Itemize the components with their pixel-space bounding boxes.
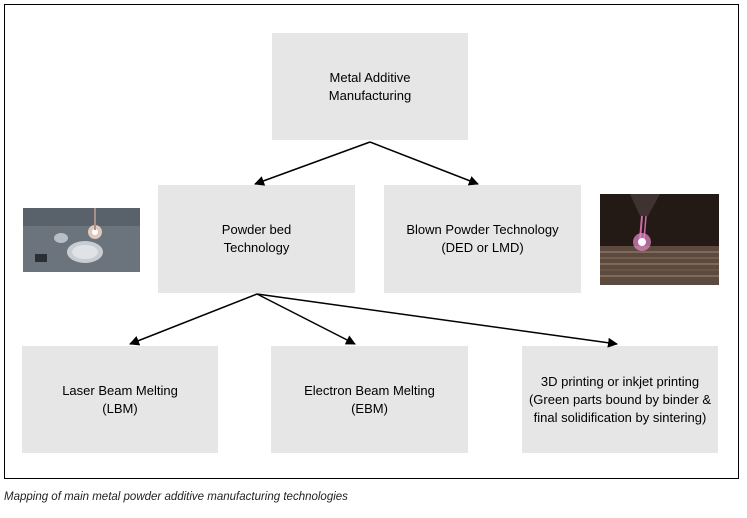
blown-powder-line2: (DED or LMD) <box>441 240 524 255</box>
metal-am-line1: Metal Additive <box>329 69 411 85</box>
powder-bed-box: Powder bed Technology <box>158 185 355 293</box>
ebm-line1: Electron Beam Melting <box>304 382 435 398</box>
powder-bed-line2: Technology <box>223 240 290 255</box>
metal-am-line2: Manufacturing <box>328 87 412 103</box>
ebm-box: Electron Beam Melting (EBM) <box>271 346 468 453</box>
metal-am-box: Metal Additive Manufacturing <box>272 33 468 140</box>
blown-powder-box: Blown Powder Technology (DED or LMD) <box>384 185 581 293</box>
lbm-box: Laser Beam Melting (LBM) <box>22 346 218 453</box>
printing-line2: (Green parts bound by binder & <box>528 391 712 407</box>
powder-bed-photo <box>23 208 140 272</box>
blown-powder-photo <box>600 194 719 285</box>
diagram-frame <box>4 4 739 479</box>
printing-box: 3D printing or inkjet printing (Green pa… <box>522 346 718 453</box>
figure-caption: Mapping of main metal powder additive ma… <box>4 491 348 503</box>
ebm-line2: (EBM) <box>351 400 388 416</box>
lbm-line2: (LBM) <box>102 400 138 416</box>
printing-line3: final solidification by sintering) <box>533 409 707 425</box>
blown-powder-line1: Blown Powder Technology <box>406 222 559 237</box>
powder-bed-line1: Powder bed <box>221 222 292 237</box>
lbm-line1: Laser Beam Melting <box>62 382 178 398</box>
printing-line1: 3D printing or inkjet printing <box>540 373 700 389</box>
